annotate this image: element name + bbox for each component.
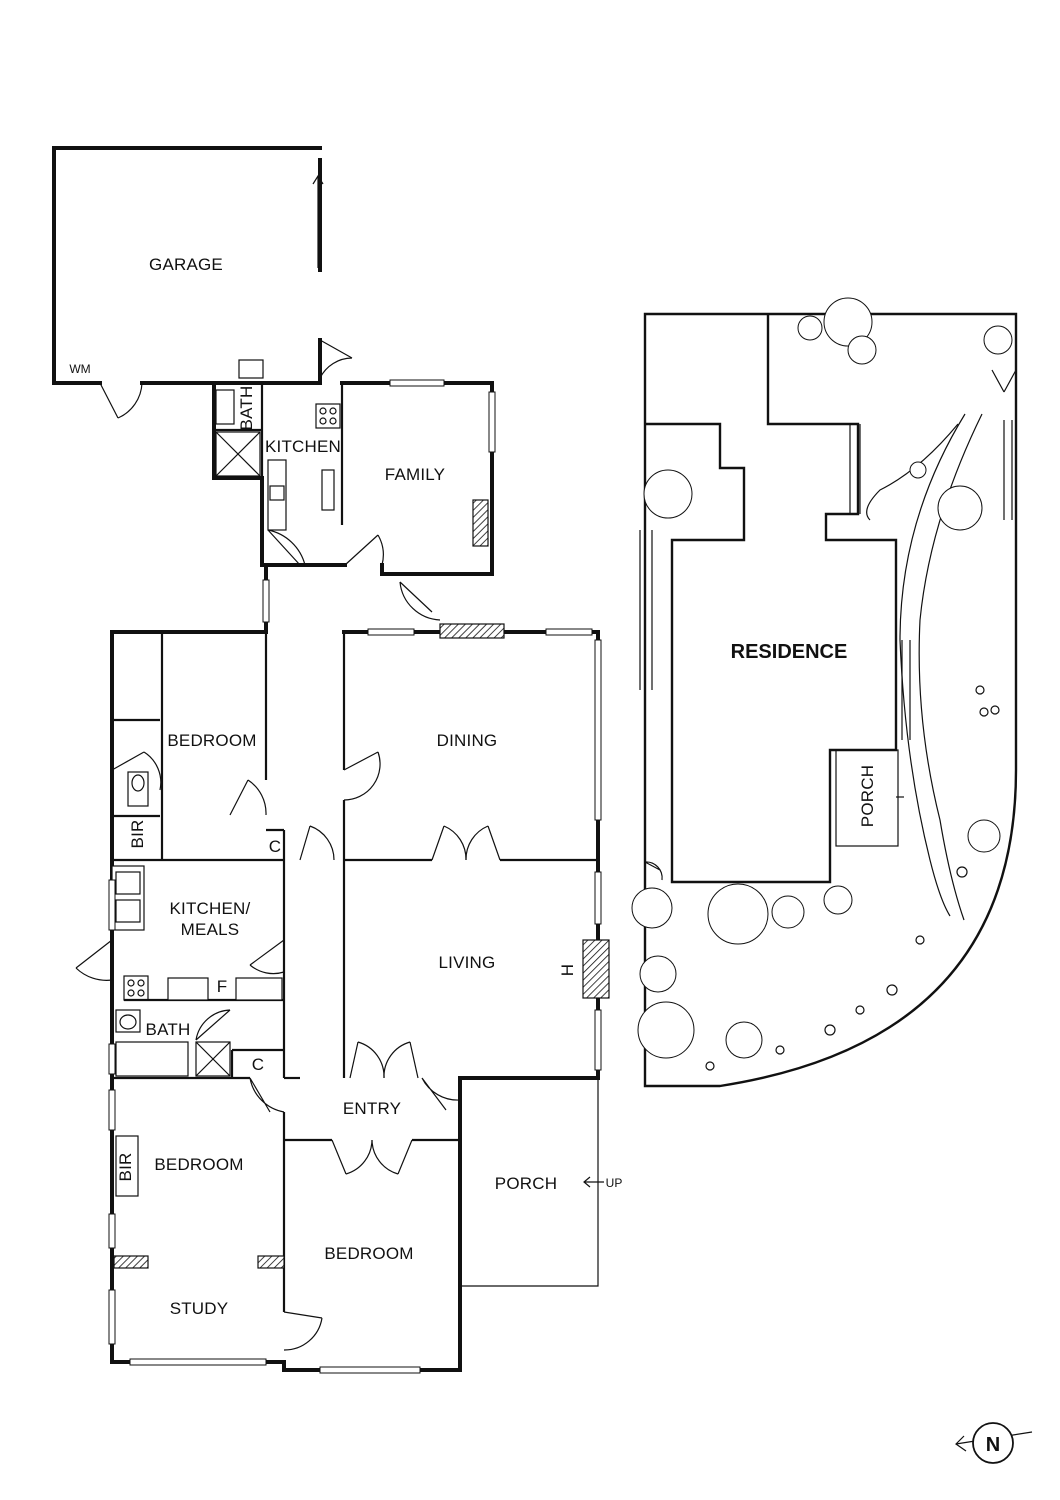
label-bath-upper: BATH bbox=[237, 386, 256, 431]
label-wm: WM bbox=[69, 362, 90, 376]
dining-living-walls bbox=[299, 623, 610, 1080]
label-family: FAMILY bbox=[385, 465, 445, 484]
label-bir-1: BIR bbox=[128, 820, 147, 849]
label-bedroom-1: BEDROOM bbox=[167, 731, 256, 750]
label-up: UP bbox=[606, 1176, 623, 1190]
site-trees bbox=[631, 297, 1013, 1071]
front-porch bbox=[460, 1078, 604, 1287]
label-garage: GARAGE bbox=[149, 255, 223, 274]
label-c-2: C bbox=[252, 1055, 264, 1074]
label-heater: H bbox=[558, 964, 577, 976]
north-compass: N bbox=[955, 1422, 1033, 1464]
label-bedroom-2: BEDROOM bbox=[154, 1155, 243, 1174]
floor-plan: GARAGE WM BATH KITCHEN FAMILY BEDROOM BI… bbox=[52, 146, 623, 1374]
label-porch: PORCH bbox=[495, 1174, 557, 1193]
left-wing-walls bbox=[75, 632, 462, 1374]
garage-walls bbox=[52, 146, 353, 419]
compass-north-label: N bbox=[986, 1434, 1000, 1456]
site-porch-outline bbox=[835, 749, 899, 847]
label-site-porch: PORCH bbox=[858, 765, 877, 827]
compass-circle bbox=[972, 1422, 1014, 1464]
label-kitchen-meals-2: MEALS bbox=[181, 920, 240, 939]
label-bedroom-3: BEDROOM bbox=[324, 1244, 413, 1263]
label-entry: ENTRY bbox=[343, 1099, 401, 1118]
label-residence: RESIDENCE bbox=[731, 641, 848, 663]
label-fridge: F bbox=[217, 977, 228, 996]
site-plan: RESIDENCE PORCH bbox=[631, 297, 1018, 1088]
label-bir-2: BIR bbox=[116, 1153, 135, 1182]
label-kitchen-meals-1: KITCHEN/ bbox=[170, 899, 251, 918]
hall-walls bbox=[110, 563, 346, 1078]
label-dining: DINING bbox=[437, 731, 498, 750]
label-c-1: C bbox=[269, 837, 281, 856]
label-bath-lower: BATH bbox=[146, 1020, 191, 1039]
label-study: STUDY bbox=[170, 1299, 229, 1318]
label-living: LIVING bbox=[439, 953, 496, 972]
label-kitchen: KITCHEN bbox=[265, 437, 341, 456]
rear-wing-walls bbox=[212, 359, 496, 621]
